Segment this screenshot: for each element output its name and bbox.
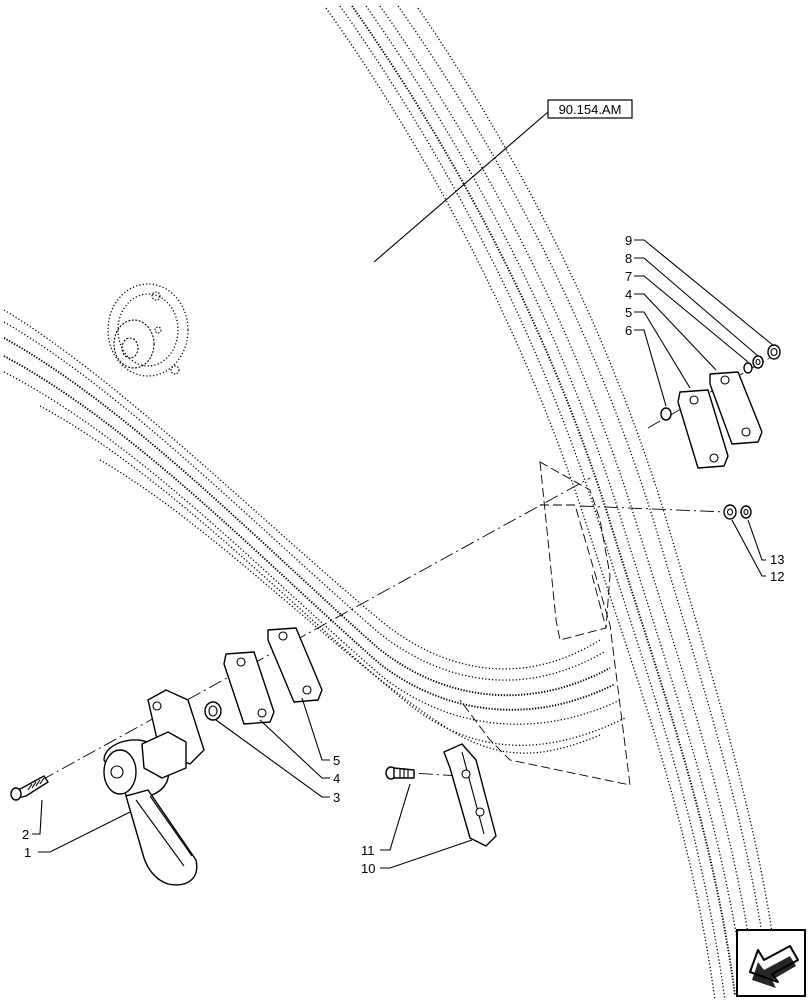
window-ghost-outline bbox=[459, 461, 631, 786]
part-4-plate-upper bbox=[709, 371, 763, 445]
part-5-plate-upper bbox=[677, 389, 729, 469]
callout-13: 13 bbox=[770, 552, 784, 567]
callout-2: 2 bbox=[22, 827, 29, 842]
part-6-nut bbox=[660, 407, 672, 421]
callout-7: 7 bbox=[625, 269, 632, 284]
leader-lines bbox=[32, 239, 775, 869]
reference-label: 90.154.AM bbox=[559, 102, 622, 117]
part-1-handle bbox=[103, 689, 205, 886]
hinge-pulley-part bbox=[107, 283, 189, 377]
callout-9: 9 bbox=[625, 233, 632, 248]
callout-8: 8 bbox=[625, 251, 632, 266]
callout-4-upper: 4 bbox=[625, 287, 632, 302]
callout-1: 1 bbox=[24, 845, 31, 860]
callout-12: 12 bbox=[770, 569, 784, 584]
part-2-screw bbox=[10, 775, 49, 801]
callout-5-lower: 5 bbox=[333, 753, 340, 768]
callout-6: 6 bbox=[625, 323, 632, 338]
callout-5-upper: 5 bbox=[625, 305, 632, 320]
part-4-plate-lower bbox=[223, 651, 275, 725]
callout-3: 3 bbox=[333, 790, 340, 805]
part-10-clip bbox=[443, 743, 497, 847]
parts-7-8-9-washers-nut bbox=[743, 344, 781, 374]
parts-12-13-washers bbox=[723, 504, 752, 520]
part-3-nut bbox=[204, 701, 222, 721]
part-5-plate-lower bbox=[267, 627, 323, 703]
reference-callout[interactable]: 90.154.AM bbox=[373, 99, 633, 263]
callout-4-lower: 4 bbox=[333, 771, 340, 786]
callout-10: 10 bbox=[361, 861, 375, 876]
cab-frame-outline bbox=[3, 5, 777, 1000]
callout-11: 11 bbox=[361, 843, 375, 858]
part-11-screw bbox=[385, 766, 415, 780]
arrow-down-left-icon[interactable] bbox=[736, 929, 806, 997]
callout-labels: 1 2 3 4 5 6 7 8 9 4 5 10 11 12 13 bbox=[22, 233, 784, 876]
